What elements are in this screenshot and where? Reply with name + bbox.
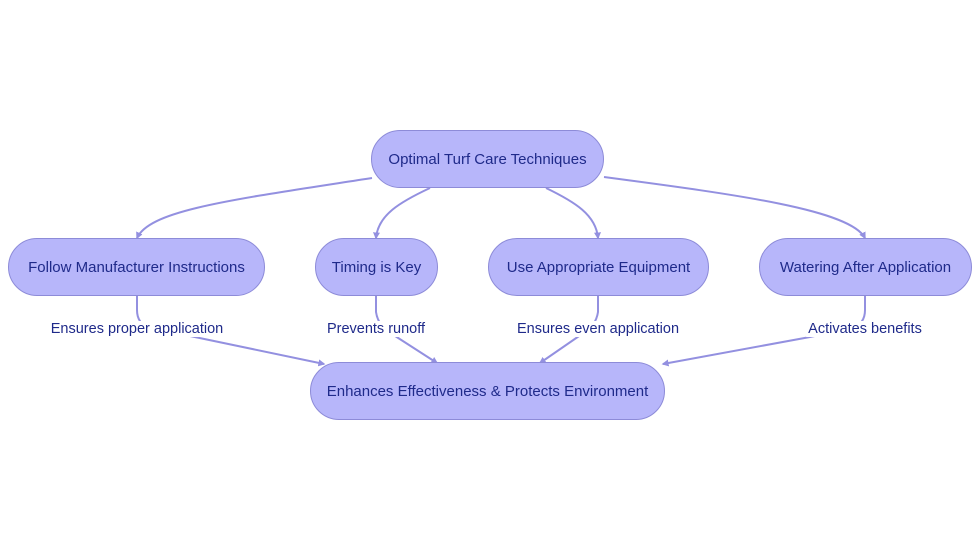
edge-root-to-practice-1 [136,177,373,240]
edge-label-practice-2: Prevents runoff [324,321,428,337]
practice-node-3-label: Use Appropriate Equipment [506,258,691,276]
result-node-label: Enhances Effectiveness & Protects Enviro… [326,382,649,400]
edge-label-practice-1: Ensures proper application [48,321,226,337]
practice-node-1-label: Follow Manufacturer Instructions [28,258,245,276]
root-node: Optimal Turf Care Techniques [371,130,604,188]
practice-node-1: Follow Manufacturer Instructions [8,238,265,296]
edge-root-to-practice-2 [373,187,431,240]
practice-node-4: Watering After Application [759,238,972,296]
edge-label-practice-3: Ensures even application [514,321,682,337]
practice-node-2-label: Timing is Key [331,258,422,276]
practice-node-2: Timing is Key [315,238,438,296]
root-node-label: Optimal Turf Care Techniques [388,150,587,168]
edge-root-to-practice-4 [603,176,866,240]
edge-label-practice-4: Activates benefits [806,321,924,337]
practice-node-4-label: Watering After Application [779,258,952,276]
practice-node-3: Use Appropriate Equipment [488,238,709,296]
result-node: Enhances Effectiveness & Protects Enviro… [310,362,665,420]
edge-root-to-practice-3 [545,187,601,240]
